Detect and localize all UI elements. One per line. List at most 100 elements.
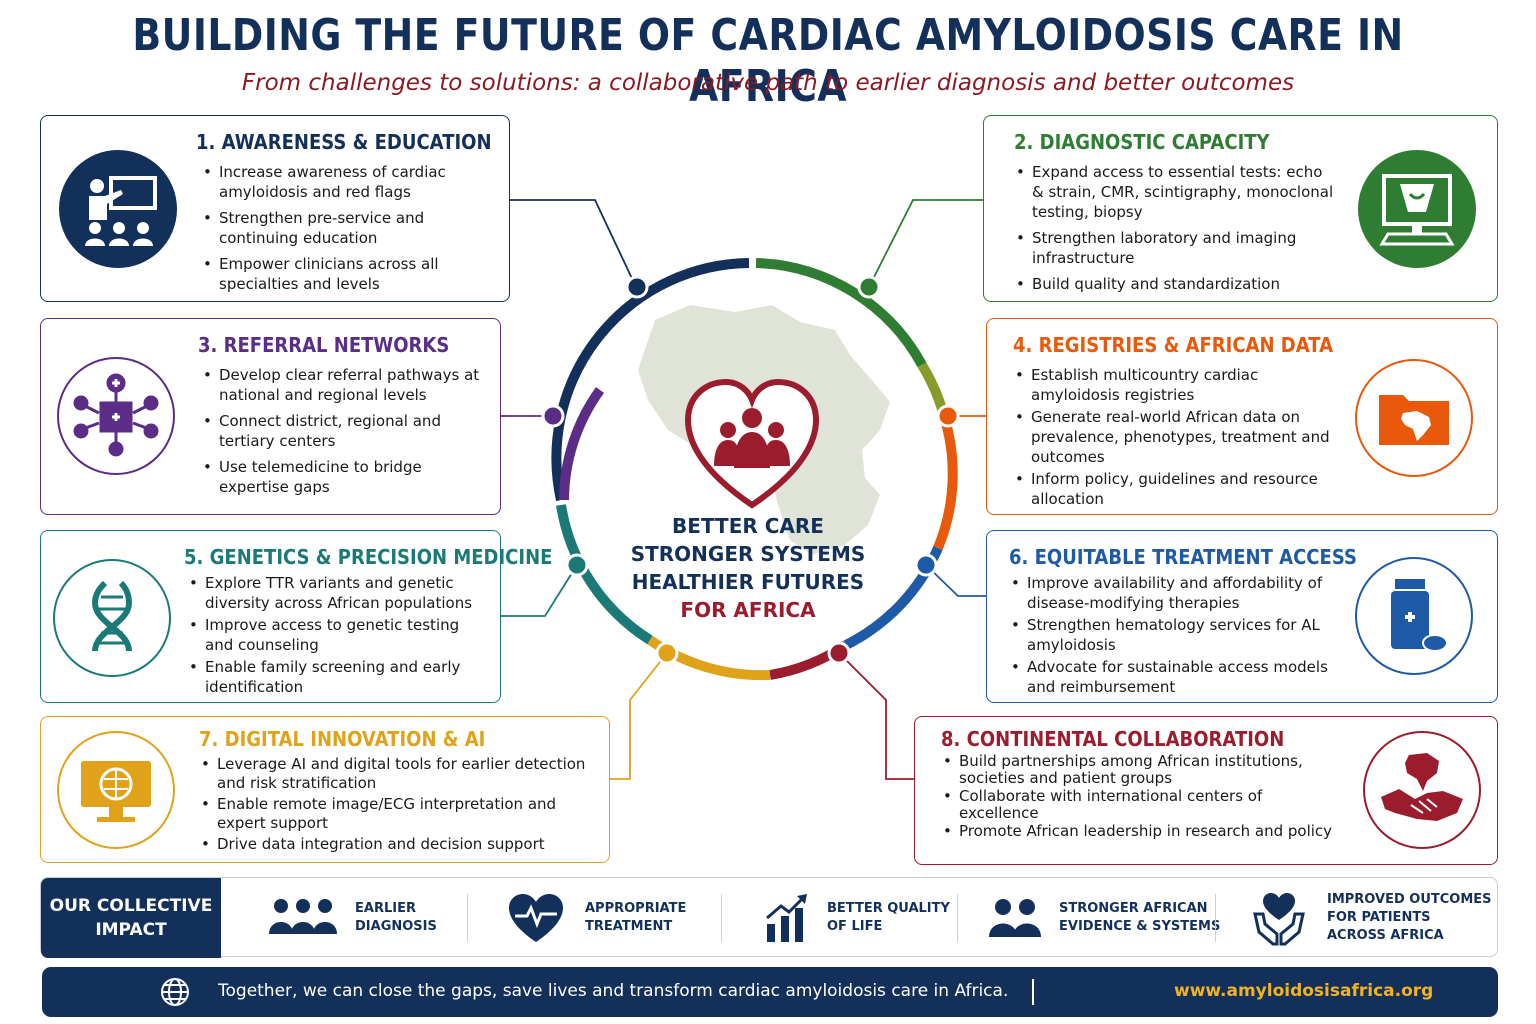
list-item: Strengthen laboratory and imaging infras… [1014,228,1334,268]
section-bullets: Increase awareness of cardiac amyloidosi… [201,162,491,300]
impact-label: OUR COLLECTIVE IMPACT [41,878,221,958]
classroom-icon [59,150,177,268]
website-link[interactable]: www.amyloidosisafrica.org [1174,981,1434,1001]
section-bullets: Improve availability and affordability o… [1009,573,1339,703]
ultrasound-monitor-icon [1358,150,1476,268]
impact-text: STRONGER AFRICAN EVIDENCE & SYSTEMS [1059,901,1221,934]
list-item: Generate real-world African data on prev… [1013,407,1343,467]
growth-chart-icon [766,894,807,942]
heart-people-icon [684,378,820,509]
section-title: 5. GENETICS & PRECISION MEDICINE [184,545,553,569]
ring-node-1 [625,275,649,299]
list-item: Build quality and standardization [1014,274,1334,294]
list-item: Inform policy, guidelines and resource a… [1013,469,1343,509]
impact-text: APPROPRIATE TREATMENT [585,901,687,934]
list-item: Collaborate with international centers o… [941,788,1341,822]
connector-8 [838,652,914,780]
connector-7 [610,652,668,780]
ring-segment-navy [551,258,750,502]
impact-divider [1215,894,1216,942]
dna-icon [53,559,171,677]
center-tagline: BETTER CARE STRONGER SYSTEMS HEALTHIER F… [600,512,896,624]
section-bullets: Build partnerships among African institu… [941,753,1341,846]
section-title: 3. REFERRAL NETWORKS [198,333,450,357]
impact-item: APPROPRIATE TREATMENT [507,878,686,958]
ring-node-4 [936,404,960,428]
impact-item: STRONGER AFRICAN EVIDENCE & SYSTEMS [987,878,1220,958]
people-group-icon [269,899,337,934]
footer-divider [1032,979,1034,1005]
list-item: Use telemedicine to bridge expertise gap… [201,457,486,497]
impact-divider [957,894,958,942]
list-item: Build partnerships among African institu… [941,753,1341,787]
page-subtitle: From challenges to solutions: a collabor… [241,70,1295,96]
center-line-3: HEALTHIER FUTURES [631,570,865,594]
section-bullets: Explore TTR variants and genetic diversi… [187,573,487,703]
ring-segment-purple [559,387,605,501]
hospital-network-icon [57,357,175,475]
list-item: Drive data integration and decision supp… [199,835,599,854]
connector-2 [868,199,983,288]
impact-text: BETTER QUALITY OF LIFE [827,901,950,934]
section-bullets: Leverage AI and digital tools for earlie… [199,755,599,860]
list-item: Empower clinicians across all specialtie… [201,254,491,294]
hands-heart-icon [1253,893,1305,946]
connector-6 [925,564,986,597]
section-card-registries: 4. REGISTRIES & AFRICAN DATA Establish m… [986,318,1498,515]
impact-text: IMPROVED OUTCOMES FOR PATIENTS ACROSS AF… [1327,892,1492,943]
ring-segment-orange [933,414,958,550]
ai-brain-monitor-icon [57,731,175,849]
list-item: Develop clear referral pathways at natio… [201,365,486,405]
center-line-1: BETTER CARE [672,514,824,538]
connector-5 [501,564,578,617]
section-title: 1. AWARENESS & EDUCATION [196,130,492,154]
list-item: Strengthen hematology services for AL am… [1009,615,1339,655]
impact-item: BETTER QUALITY OF LIFE [763,878,950,958]
page-title: BUILDING THE FUTURE OF CARDIAC AMYLOIDOS… [132,10,1404,112]
ring-segment-green [755,258,927,368]
section-title: 8. CONTINENTAL COLLABORATION [941,727,1285,751]
africa-folder-icon [1355,359,1473,477]
section-card-diagnostic: 2. DIAGNOSTIC CAPACITY Expand access to … [983,115,1498,302]
ring-node-5 [565,553,589,577]
impact-text: EARLIER DIAGNOSIS [355,901,437,934]
section-card-genetics: 5. GENETICS & PRECISION MEDICINE Explore… [40,530,552,703]
section-card-digital: 7. DIGITAL INNOVATION & AI Leverage AI a… [40,716,610,863]
list-item: Promote African leadership in research a… [941,823,1341,841]
impact-divider [467,894,468,942]
footer-message: Together, we can close the gaps, save li… [218,981,1009,1001]
ring-node-2 [857,275,881,299]
ring-node-7 [655,641,679,665]
section-title: 4. REGISTRIES & AFRICAN DATA [1013,333,1334,357]
heart-pulse-icon [509,894,563,942]
globe-icon [161,978,189,1006]
section-bullets: Develop clear referral pathways at natio… [201,365,486,503]
section-bullets: Expand access to essential tests: echo &… [1014,162,1334,300]
footer-banner: Together, we can close the gaps, save li… [42,967,1498,1017]
medicine-bottle-icon [1355,557,1473,675]
section-bullets: Establish multicountry cardiac amyloidos… [1013,365,1343,515]
list-item: Leverage AI and digital tools for earlie… [199,755,599,793]
ring-node-3 [541,404,565,428]
section-card-collaboration: 8. CONTINENTAL COLLABORATION Build partn… [914,716,1498,865]
section-title: 2. DIAGNOSTIC CAPACITY [1014,130,1270,154]
ring-node-6 [914,553,938,577]
list-item: Improve availability and affordability o… [1009,573,1339,613]
section-card-referral: 3. REFERRAL NETWORKS Develop clear refer… [40,318,501,515]
ring-node-8 [827,641,851,665]
list-item: Explore TTR variants and genetic diversi… [187,573,487,613]
list-item: Connect district, regional and tertiary … [201,411,486,451]
section-card-awareness: 1. AWARENESS & EDUCATION Increase awaren… [40,115,510,302]
center-line-2: STRONGER SYSTEMS [630,542,866,566]
center-line-4: FOR AFRICA [680,598,816,622]
section-title: 6. EQUITABLE TREATMENT ACCESS [1009,545,1357,569]
ring-segment-teal [556,504,653,645]
list-item: Establish multicountry cardiac amyloidos… [1013,365,1343,405]
list-item: Enable family screening and early identi… [187,657,487,697]
impact-item: EARLIER DIAGNOSIS [265,878,437,958]
list-item: Advocate for sustainable access models a… [1009,657,1339,697]
impact-divider [721,894,722,942]
section-title: 7. DIGITAL INNOVATION & AI [199,727,486,751]
list-item: Improve access to genetic testing and co… [187,615,487,655]
